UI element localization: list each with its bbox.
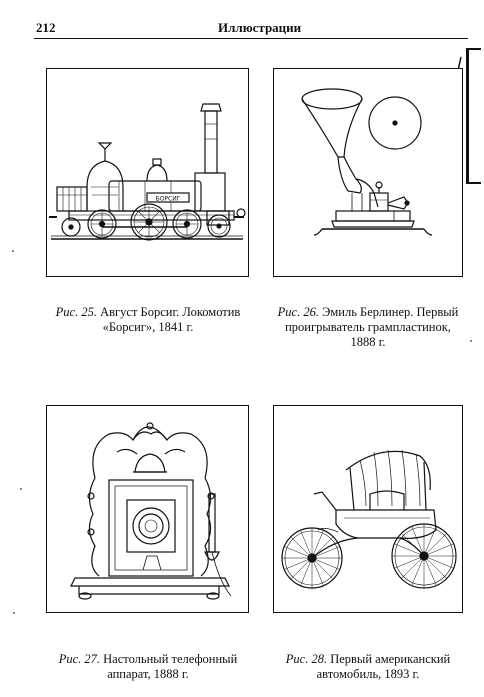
page-number: 212 (36, 20, 56, 35)
figure-label: Рис. 26. (277, 305, 319, 319)
figure-gramophone (273, 68, 463, 277)
caption-line: Август Борсиг. Локомотив (100, 305, 241, 319)
caption-line: «Борсиг», 1841 г. (102, 320, 194, 334)
caption-figure-28: Рис. 28. Первый американский автомобиль,… (266, 652, 470, 682)
automobile-drawing (281, 449, 457, 589)
figure-label: Рис. 27. (58, 652, 101, 666)
edge-bracket (466, 48, 481, 184)
caption-line: проигрыватель грампластинок, (285, 320, 451, 334)
figure-label: Рис. 28. (285, 652, 328, 666)
figure-telephone (46, 405, 249, 613)
caption-line: 1888 г. (350, 335, 386, 349)
locomotive-nameplate: БОРСИГ (156, 196, 181, 203)
figure-locomotive: БОРСИГ (46, 68, 249, 277)
gramophone-drawing (301, 88, 433, 236)
telephone-drawing (70, 422, 232, 600)
figure-automobile (273, 405, 463, 613)
scan-speck (20, 488, 22, 490)
caption-line: Эмиль Берлинер. Первый (322, 305, 459, 319)
scan-speck (12, 250, 14, 252)
caption-figure-27: Рис. 27. Настольный телефонный аппарат, … (44, 652, 252, 682)
scan-speck (470, 340, 472, 342)
caption-line: автомобиль, 1893 г. (316, 667, 420, 681)
caption-line: Первый американский (330, 652, 451, 666)
caption-figure-25: Рис. 25. Август Борсиг. Локомотив «Борси… (46, 305, 250, 335)
caption-line: Настольный телефонный (103, 652, 238, 666)
caption-figure-26: Рис. 26. Эмиль Берлинер. Первый проигрыв… (266, 305, 470, 350)
caption-line: аппарат, 1888 г. (107, 667, 189, 681)
figure-label: Рис. 25. (55, 305, 97, 319)
locomotive-drawing: БОРСИГ (49, 103, 246, 241)
header-rule (34, 38, 468, 39)
scan-speck (13, 612, 15, 614)
running-head: Иллюстрации (218, 20, 302, 35)
